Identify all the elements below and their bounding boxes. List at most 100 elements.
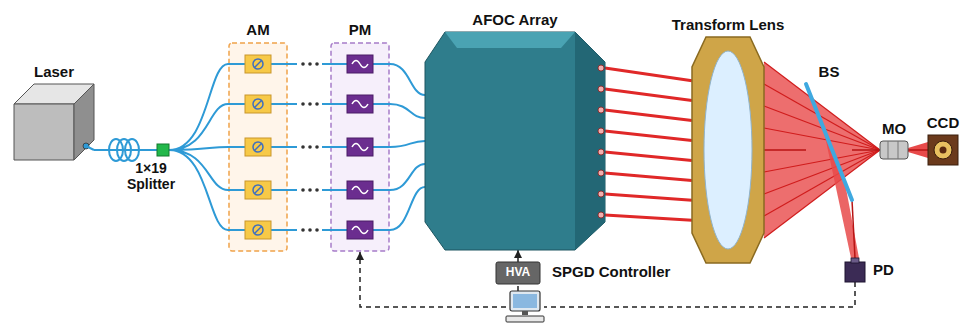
collimator-lens bbox=[598, 65, 604, 71]
ray bbox=[764, 150, 880, 216]
sine-icon bbox=[352, 101, 368, 108]
part-label: SPGD Controller bbox=[552, 263, 670, 280]
modulator-icon bbox=[253, 185, 263, 195]
amplitude-modulator bbox=[245, 95, 271, 113]
part-label: AM bbox=[246, 21, 269, 38]
fiber-splitter-shape bbox=[157, 144, 169, 156]
part-label: CCD bbox=[927, 114, 960, 131]
pm-group-frame bbox=[331, 43, 389, 251]
ray bbox=[764, 62, 880, 150]
modulator-icon bbox=[254, 143, 262, 151]
pm-group: PM bbox=[330, 42, 390, 252]
beam-rays bbox=[764, 62, 880, 238]
afoc-side bbox=[575, 32, 605, 250]
part-label: MO bbox=[882, 120, 906, 137]
phase-modulator bbox=[347, 55, 373, 73]
converging-beam bbox=[764, 62, 880, 238]
optical-fiber bbox=[94, 149, 157, 151]
dot bbox=[315, 228, 319, 232]
modulator-icon bbox=[254, 60, 262, 68]
monitor-screen bbox=[513, 294, 537, 308]
laser-front bbox=[14, 104, 74, 160]
objective-ring bbox=[898, 141, 899, 159]
ccd-camera: CCD bbox=[928, 135, 958, 165]
part-label: Transform Lens bbox=[672, 16, 785, 33]
dot bbox=[301, 228, 305, 232]
modulator-icon bbox=[253, 59, 263, 69]
ray bbox=[764, 84, 880, 150]
photodetector: PD bbox=[845, 258, 865, 282]
part-label: PM bbox=[349, 21, 372, 38]
objective-ring bbox=[888, 141, 889, 159]
part-label: PD bbox=[873, 261, 894, 278]
phase-modulator bbox=[347, 95, 373, 113]
dot bbox=[308, 145, 312, 149]
laser-source-shape bbox=[14, 84, 94, 160]
dot bbox=[315, 102, 319, 106]
optical-fiber bbox=[288, 64, 330, 230]
part-label: 1×19 Splitter bbox=[119, 160, 183, 192]
ccd-sensor bbox=[934, 141, 952, 159]
transform-lens: Transform Lens bbox=[692, 37, 764, 263]
ray bbox=[764, 150, 880, 172]
am-group-frame bbox=[229, 43, 287, 251]
collimator-lens bbox=[598, 149, 604, 155]
beam-axis bbox=[908, 149, 928, 151]
ray bbox=[764, 128, 880, 150]
optical-fiber bbox=[169, 64, 228, 230]
part-label: AFOC Array bbox=[472, 11, 557, 28]
dot bbox=[308, 228, 312, 232]
part-label: Laser bbox=[34, 63, 74, 80]
part-label: BS bbox=[819, 63, 840, 80]
dot bbox=[315, 188, 319, 192]
beam-splitter bbox=[806, 84, 852, 200]
fiber-splitter: 1×19 Splitter bbox=[157, 144, 169, 156]
modulator-icon bbox=[253, 99, 263, 109]
beam-splitter: BS bbox=[806, 84, 852, 200]
afoc-body bbox=[425, 32, 605, 250]
collimator-lens bbox=[598, 128, 604, 134]
amplifier-box bbox=[496, 262, 540, 284]
photodetector-window bbox=[851, 258, 859, 263]
beam-axis bbox=[852, 200, 855, 258]
dot bbox=[315, 145, 319, 149]
laser-beam bbox=[605, 68, 692, 220]
ccd-camera-shape bbox=[928, 135, 958, 165]
microscope-objective-shape bbox=[880, 141, 908, 159]
diverging-beam bbox=[908, 142, 928, 158]
amplitude-modulator bbox=[245, 138, 271, 156]
afoc-top bbox=[445, 32, 575, 48]
laser-side bbox=[74, 84, 94, 160]
laser-source: Laser bbox=[14, 84, 94, 160]
hv-amplifier: HVA bbox=[496, 262, 540, 284]
pm-group-shape bbox=[330, 42, 390, 252]
control-signal bbox=[360, 252, 506, 307]
objective-body bbox=[880, 141, 908, 159]
control-signal bbox=[517, 284, 519, 291]
collimator-lens bbox=[598, 212, 604, 218]
transform-lens-shape bbox=[692, 37, 764, 263]
beam-axis bbox=[764, 149, 806, 151]
spgd-controller-shape bbox=[506, 291, 544, 323]
sine-icon bbox=[352, 144, 368, 151]
am-group: AM bbox=[228, 42, 288, 252]
amplitude-modulator bbox=[245, 221, 271, 239]
amplitude-modulator bbox=[245, 181, 271, 199]
ray bbox=[764, 150, 880, 238]
control-signal bbox=[517, 250, 519, 262]
modulator-icon bbox=[253, 225, 263, 235]
ellipsis-dots bbox=[301, 62, 319, 232]
amplitude-modulator bbox=[245, 55, 271, 73]
ccd-body bbox=[928, 135, 958, 165]
dot bbox=[308, 188, 312, 192]
sine-icon bbox=[352, 61, 368, 68]
photodetector-body bbox=[845, 262, 865, 282]
dot bbox=[301, 188, 305, 192]
dot bbox=[301, 145, 305, 149]
spgd-controller: SPGD Controller bbox=[506, 291, 544, 323]
photodetector-shape bbox=[845, 258, 865, 282]
dot bbox=[308, 102, 312, 106]
beam-axis bbox=[852, 149, 880, 151]
control-signal bbox=[544, 282, 855, 307]
phase-modulator bbox=[347, 181, 373, 199]
